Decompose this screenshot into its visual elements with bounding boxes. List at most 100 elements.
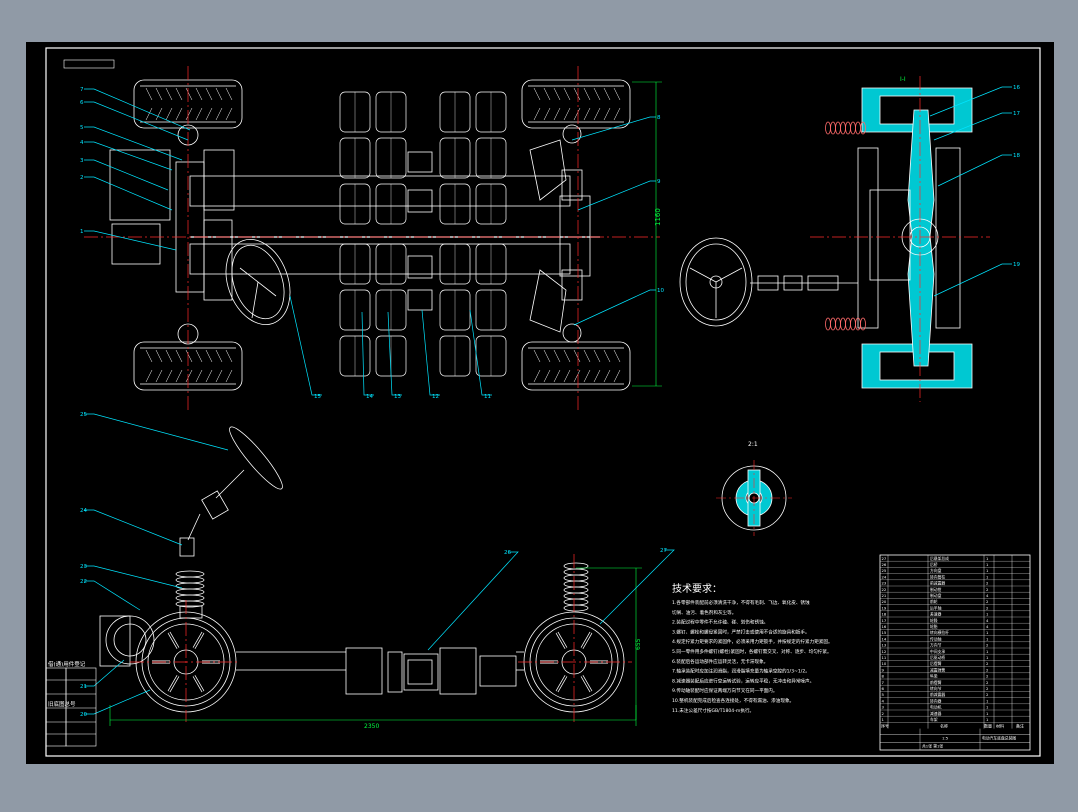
bom-name: 减震弹簧 [930,667,945,672]
bom-qty: 1 [986,698,989,703]
bom-name: 前轮 [930,599,938,604]
top-view-centerlines [84,66,660,410]
bom-header: 数量 [984,722,992,728]
callout-label: 7 [80,87,84,93]
dim-height-side: 655 [635,638,642,650]
bom-name: 后摆臂 [930,661,942,666]
callout-label: 21 [80,684,87,690]
left-registration-table [45,667,97,747]
note-line: 9.传动轴装配时应保证两端万向节叉在同一平面内。 [672,687,777,694]
chassis-top-view [109,79,631,391]
left-table-title: 借(通)用件登记 [48,660,86,668]
callout-label: 8 [657,115,661,121]
bom-qty: 1 [986,705,989,710]
bom-no: 11 [882,655,887,660]
bom-no: 27 [882,556,887,561]
note-line: 11.未注公差尺寸按GB/T1804-m执行。 [672,707,754,714]
callout-label: 24 [80,508,87,514]
drawing-sheet [26,42,1054,764]
bom-name: 前减震器 [930,581,945,586]
callout-label: 15 [314,394,321,400]
bom-name: 制动钳 [930,587,942,592]
callout-label: 2 [80,175,84,181]
bom-name: 万向节 [930,643,942,648]
bom-no: 8 [882,674,885,679]
bom-qty: 2 [986,587,989,592]
bom-name: 转向节 [930,686,942,691]
bom-name: 后悬架总成 [930,556,949,561]
bom-qty: 2 [986,581,989,586]
callout-label: 20 [80,712,87,718]
bom-qty: 1 [986,711,989,716]
bom-name: 制动盘 [930,593,942,598]
bom-no: 2 [882,711,885,716]
bom-name: 后驱动桥 [930,655,945,660]
callout-label: 26 [504,550,511,556]
note-line: 4.规定拧紧力矩要求的紧固件，必须采用力矩扳手，并按规定的拧紧力矩紧固。 [672,638,833,645]
bom-no: 22 [882,587,887,592]
bom-header: 备注 [1016,722,1024,728]
top-view-dimension [632,81,662,387]
bom-qty: 2 [986,674,989,679]
bom-qty: 2 [986,599,989,604]
bom-qty: 2 [986,680,989,685]
drawing-border [45,47,1041,757]
bom-qty: 1 [986,649,989,654]
note-line: 切屑、油污、着色剂和灰尘等。 [672,609,736,616]
bom-no: 5 [882,692,885,697]
bom-no: 23 [882,581,887,586]
frame-rail-upper [189,175,571,207]
bom-qty: 2 [986,643,989,648]
bom-header: 序号 [881,722,889,728]
bom-no: 19 [882,605,887,610]
bom-no: 10 [882,661,887,666]
bom-qty: 4 [986,624,989,629]
left-table-footer: 旧底图总号 [48,700,76,708]
dim-wheelbase: 2350 [364,723,379,730]
bom-name: 转向横拉杆 [930,630,949,635]
bom-no: 15 [882,630,887,635]
bom-no: 24 [882,574,887,579]
steering-wheel-top [225,238,291,326]
bom-name: 减速器 [930,711,942,716]
bom-header: 材料 [996,722,1004,728]
note-line: 3.螺钉、螺栓和螺母紧固时，严禁打击或使用不合适的旋具和扳手。 [672,628,810,635]
bom-qty: 1 [986,612,989,617]
bom-name: 轮胎 [930,624,938,629]
technical-requirements: 技术要求： 1.各零部件装配前必须清洗干净，不得有毛刺、飞边、氧化皮、锈蚀切屑、… [672,582,833,714]
bom-no: 9 [882,667,885,672]
callout-label: 25 [80,412,87,418]
callout-label: 4 [80,140,84,146]
drawing-sheet-count: 共1张 第1张 [922,744,943,749]
callout-label: 17 [1013,111,1020,117]
bom-name: 前减震器 [930,692,945,697]
bom-name: 转向管柱 [930,574,945,579]
callout-label: 13 [394,394,401,400]
bom-name: 车架 [930,717,938,722]
bom-qty: 1 [986,630,989,635]
bom-qty: 1 [986,562,989,567]
notes-heading: 技术要求： [672,582,722,595]
bom-qty: 4 [986,593,989,598]
bom-header: 名称 [940,722,948,728]
bom-no: 21 [882,593,887,598]
note-line: 2.装配过程中零件不允许磕、碰、划伤和锈蚀。 [672,619,768,626]
note-line: 10.整机装配完成后检查各连接处，不得有漏油、渗油现象。 [672,697,794,704]
side-view-dimensions [109,567,642,726]
callout-label: 27 [660,548,667,554]
callout-label: 12 [432,394,439,400]
callout-label: 9 [657,179,661,185]
bom-no: 7 [882,680,885,685]
bom-qty: 2 [986,692,989,697]
right-view-centerlines [810,76,990,402]
bom-name: 电动机 [930,705,942,710]
callout-label: 10 [657,288,664,294]
bom-qty: 2 [986,667,989,672]
side-view-centerlines [130,554,632,722]
rear-tire-top [521,79,631,391]
bom-name: 差速器 [930,612,942,617]
bom-qty: 2 [986,686,989,691]
bom-name: 前摆臂 [930,680,942,685]
